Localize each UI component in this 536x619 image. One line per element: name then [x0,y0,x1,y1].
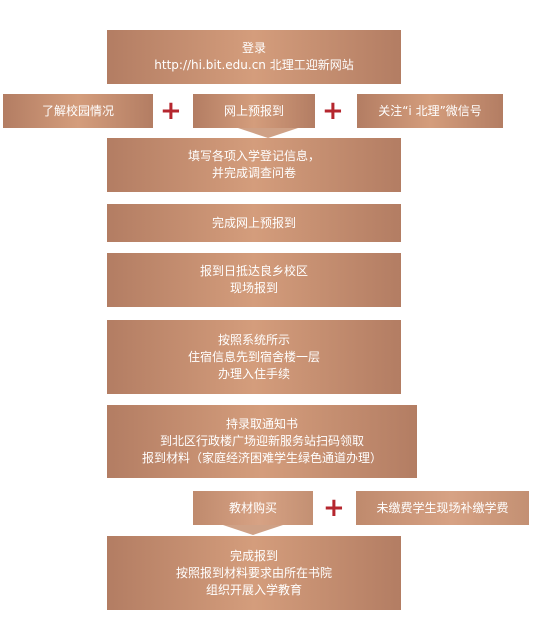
step-dorm-line3: 办理入住手续 [217,366,290,381]
plus-sign-3: + [323,493,345,523]
step-finish-box: 完成报到 按照报到材料要求由所在书院 组织开展入学教育 [107,536,401,610]
flow-arrow-1 [238,128,298,138]
step-dorm-line2: 住宿信息先到宿舍楼一层 [187,349,320,364]
step-fill-info-line1: 填写各项入学登记信息， [187,149,320,163]
step-arrive-line1: 报到日抵达良乡校区 [199,264,308,278]
step-learn-campus-box: 了解校园情况 [3,94,153,128]
step-complete-prereg-label: 完成网上预报到 [211,215,296,230]
step-materials-box: 持录取通知书 到北区行政楼广场迎新服务站扫码领取 报到材料（家庭经济困难学生绿色… [107,405,417,478]
step-learn-campus-label: 了解校园情况 [41,103,114,118]
flow-arrow-2 [223,525,283,535]
step-dorm-box: 按照系统所示 住宿信息先到宿舍楼一层 办理入住手续 [107,320,401,394]
step-arrive-box: 报到日抵达良乡校区 现场报到 [107,253,401,307]
step-finish-line3: 组织开展入学教育 [205,582,302,597]
step-materials-line3: 报到材料（家庭经济困难学生绿色通道办理） [141,451,382,465]
step-materials-line1: 持录取通知书 [225,417,298,431]
plus-sign-2: + [322,96,344,126]
step-login-box: 登录 http://hi.bit.edu.cn 北理工迎新网站 [107,30,401,84]
step-dorm-line1: 按照系统所示 [217,332,290,347]
step-textbooks-label: 教材购买 [228,500,277,515]
plus-sign-1: + [160,96,182,126]
step-follow-wechat-label: 关注“i 北理”微信号 [378,103,482,118]
step-login-url: http://hi.bit.edu.cn 北理工迎新网站 [154,58,354,72]
step-materials-line2: 到北区行政楼广场迎新服务站扫码领取 [159,434,364,448]
step-unpaid-fees-box: 未缴费学生现场补缴学费 [356,491,529,525]
step-online-prereg-label: 网上预报到 [223,103,284,118]
step-fill-info-box: 填写各项入学登记信息， 并完成调查问卷 [107,138,401,192]
step-textbooks-box: 教材购买 [193,491,313,525]
step-finish-line1: 完成报到 [229,548,278,563]
step-arrive-line2: 现场报到 [229,281,278,295]
step-follow-wechat-box: 关注“i 北理”微信号 [357,94,503,128]
step-unpaid-fees-label: 未缴费学生现场补缴学费 [376,500,509,515]
step-online-prereg-box: 网上预报到 [193,94,315,128]
step-login-title: 登录 [241,41,266,55]
step-finish-line2: 按照报到材料要求由所在书院 [175,565,332,580]
step-complete-prereg-box: 完成网上预报到 [107,204,401,242]
step-fill-info-line2: 并完成调查问卷 [211,166,296,180]
